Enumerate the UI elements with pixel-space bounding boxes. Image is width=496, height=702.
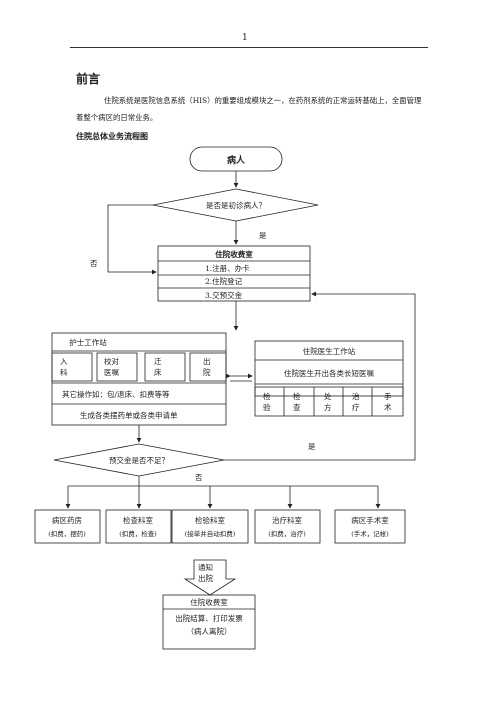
dept-desc: (接单并自动扣费) <box>185 529 236 538</box>
cashier-box <box>157 245 311 302</box>
final-line2: （病人离院） <box>187 626 232 636</box>
dept-surgery <box>334 509 406 544</box>
dept-examination <box>105 509 172 544</box>
doctor-cell: 治疗 <box>352 391 360 412</box>
notify-discharge-arrow <box>183 559 237 596</box>
yes-label-2: 是 <box>308 442 316 451</box>
dept-desc: (手术，记帐) <box>351 529 389 538</box>
notify-label: 通知出院 <box>198 562 213 583</box>
cashier-item: 1.注册、办卡 <box>205 263 250 273</box>
final-cashier-box <box>162 594 256 650</box>
first-visit-question: 是否是初诊病人？ <box>206 200 266 210</box>
nurse-cell: 迁床 <box>154 356 162 377</box>
doctor-title: 住院医生工作站 <box>303 346 356 356</box>
dept-desc: (扣费，检查) <box>119 529 157 538</box>
patient-label: 病人 <box>227 154 246 166</box>
dept-desc: (扣费，治疗) <box>268 529 306 538</box>
dept-desc: (扣费，摆药) <box>48 529 86 538</box>
deposit-question: 预交金是否不足？ <box>109 455 169 465</box>
nurse-other: 其它操作如：包/退床、扣费等等 <box>62 389 170 399</box>
doctor-cell: 处方 <box>324 391 332 412</box>
dept-name: 病区药房 <box>52 515 82 525</box>
no-label-2: 否 <box>195 473 203 482</box>
yes-label-1: 是 <box>259 231 267 240</box>
dept-name: 病区手术室 <box>351 515 389 525</box>
cashier-title: 住院收费室 <box>215 249 253 259</box>
final-title: 住院收费室 <box>190 597 228 607</box>
dept-laboratory <box>171 509 249 544</box>
nurse-cell: 入科 <box>60 357 68 377</box>
nurse-cell: 校对医嘱 <box>104 356 119 377</box>
dept-name: 治疗科室 <box>272 515 302 525</box>
flowchart-title: 住院总体业务流程图 <box>76 132 148 141</box>
cashier-item: 3.交预交金 <box>205 290 243 300</box>
section-heading: 前言 <box>76 72 101 86</box>
dept-name: 检查科室 <box>123 515 153 525</box>
dept-name: 检验科室 <box>195 515 225 525</box>
header-rule <box>70 47 428 48</box>
nurse-title: 护士工作站 <box>69 337 107 347</box>
doctor-cell: 手术 <box>384 391 392 412</box>
dept-treatment <box>254 509 321 544</box>
nurse-generate: 生成各类摆药单或各类申请单 <box>80 410 178 420</box>
nurse-cell: 出院 <box>203 356 211 377</box>
cashier-item: 2.住院登记 <box>205 276 243 286</box>
doctor-sub: 住院医生开出各类长短医嘱 <box>284 368 374 378</box>
final-line1: 出院结算、打印发票 <box>175 613 243 623</box>
doctor-cell: 检验 <box>263 391 271 412</box>
doctor-station-box <box>254 340 404 397</box>
no-label-1: 否 <box>90 259 98 268</box>
page-number: 1 <box>242 33 248 43</box>
dept-pharmacy <box>34 509 101 544</box>
first-visit-decision <box>152 188 319 222</box>
intro-paragraph: 住院系统是医院信息系统（HIS）的重要组成模块之一，在药剂系统的正常运转基础上，… <box>76 96 422 122</box>
doctor-cell: 检查 <box>293 391 301 412</box>
